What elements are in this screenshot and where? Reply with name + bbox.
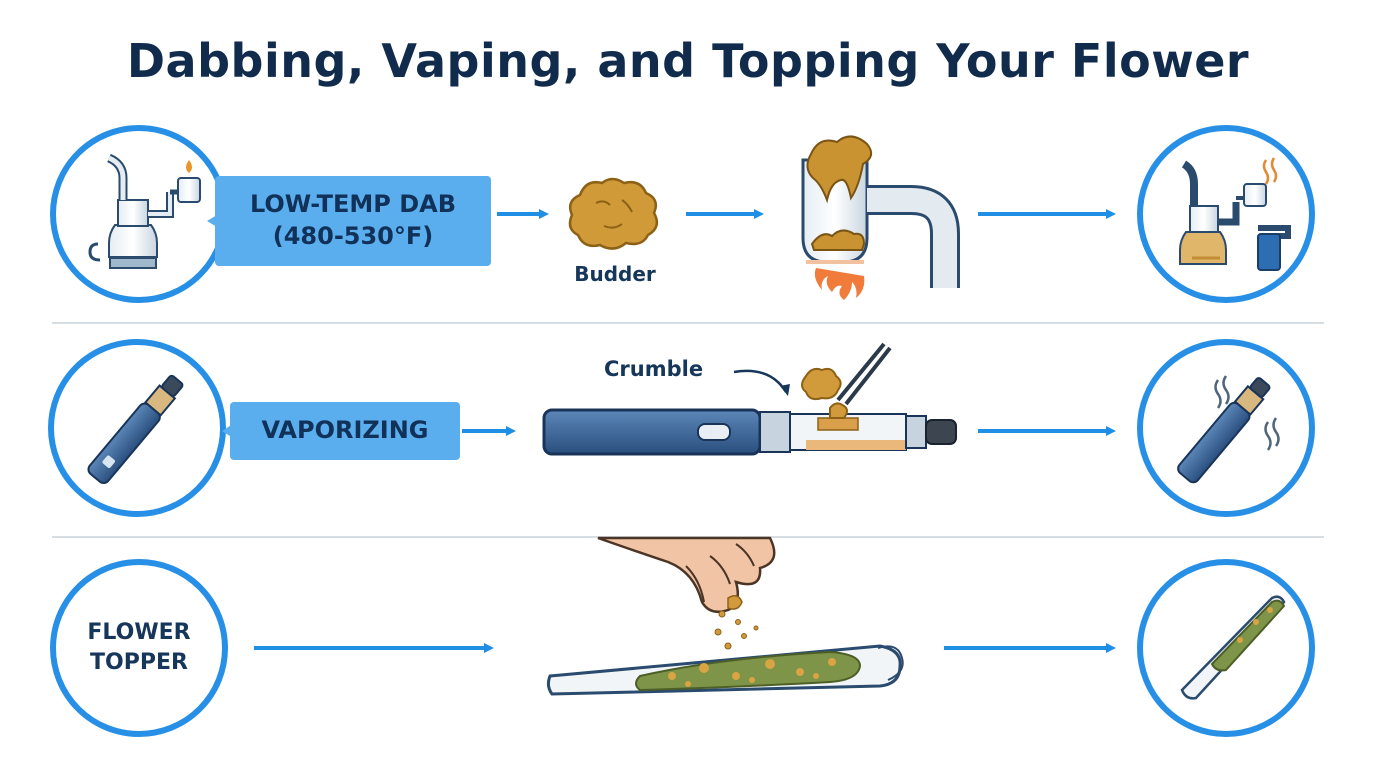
- dab-rig-icon: [50, 125, 228, 303]
- rig-with-torch-icon: [1137, 125, 1315, 303]
- crumble-pointer-arrow: [733, 369, 788, 393]
- vape-pen-large-icon: [542, 408, 957, 456]
- vape-method-box: [230, 402, 460, 460]
- dab-method-box: [215, 176, 491, 266]
- vape-pen-icon: [48, 339, 226, 517]
- dab-temp-label: (480-530°F): [272, 222, 434, 250]
- topper-label-line2: TOPPER: [90, 650, 188, 675]
- crumble-label: Crumble: [604, 357, 704, 381]
- dab-method-label: LOW-TEMP DAB: [249, 190, 457, 218]
- budder-icon: [568, 177, 659, 250]
- joint-icon: [546, 644, 904, 696]
- budder-label: Budder: [574, 262, 656, 286]
- hand-icon: [597, 536, 776, 613]
- banger-icon: [801, 135, 960, 300]
- vape-method-label: VAPORIZING: [261, 416, 429, 444]
- flower-topper-circle: [50, 559, 228, 737]
- topper-label-line1: FLOWER: [87, 620, 191, 645]
- crumble-icon: [801, 342, 892, 419]
- page-title: Dabbing, Vaping, and Topping Your Flower: [126, 34, 1250, 88]
- vape-pen-smoking-icon: [1137, 339, 1315, 517]
- falling-crumbs: [714, 610, 759, 650]
- joint-small-icon: [1137, 559, 1315, 737]
